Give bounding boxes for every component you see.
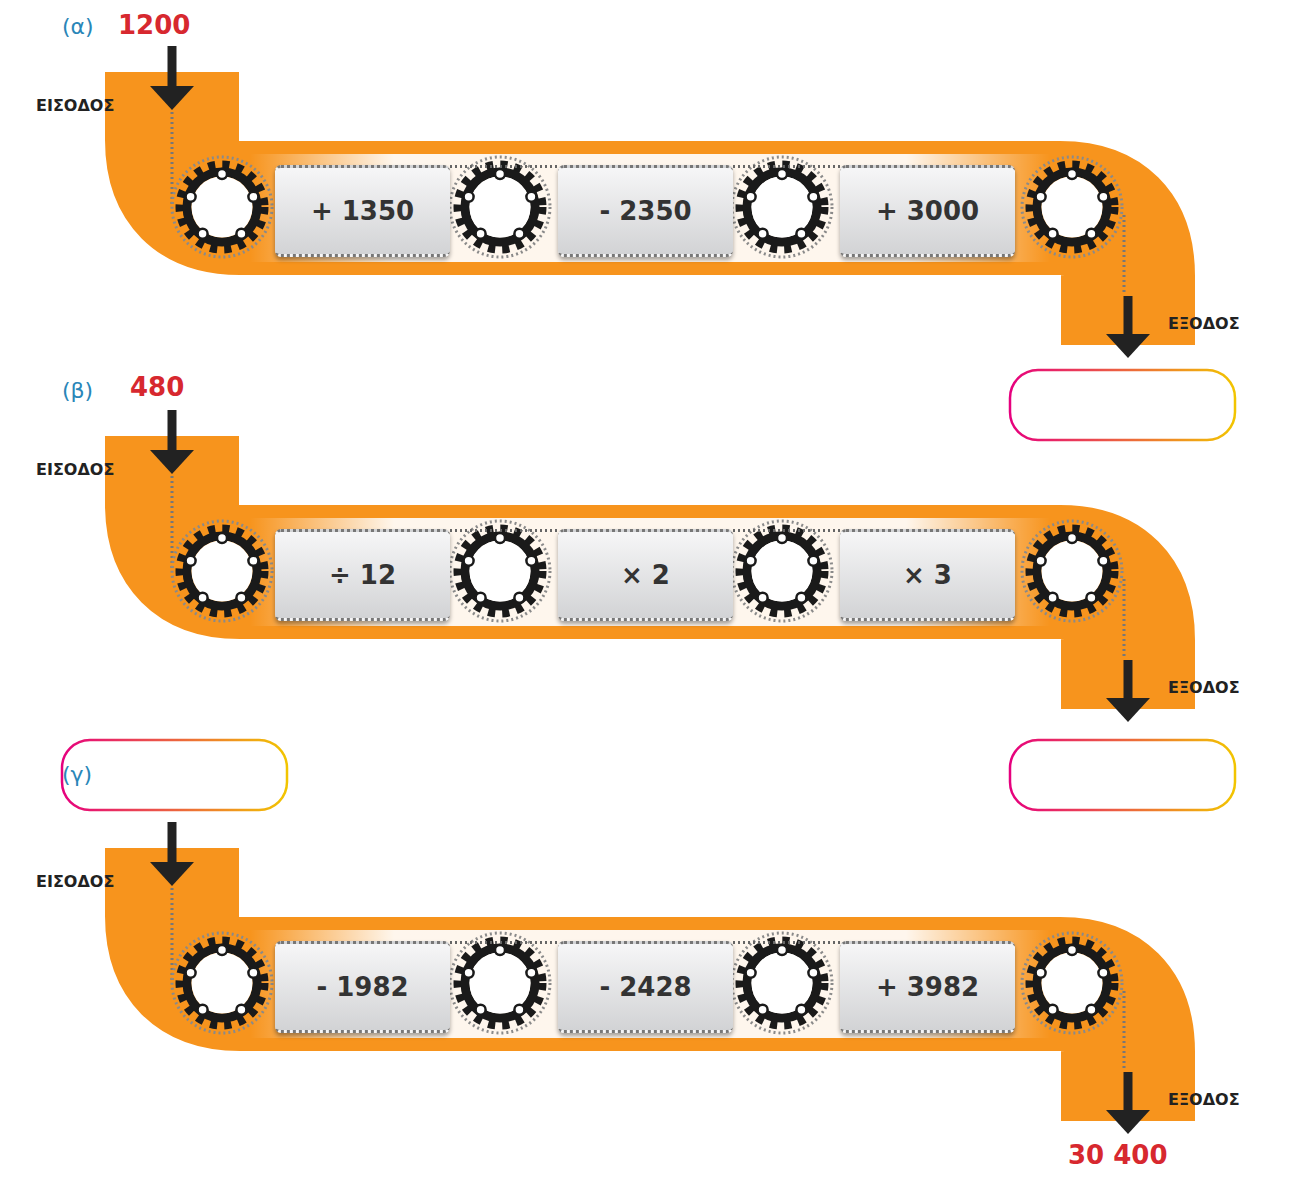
input-label: ΕΙΣΟΔΟΣ: [36, 96, 114, 115]
operation-box: - 2350: [558, 165, 733, 257]
output-label: ΕΞΟΔΟΣ: [1168, 314, 1240, 333]
part-letter: (β): [62, 378, 93, 403]
input-value: 1200: [118, 10, 190, 40]
operation-box: + 3982: [840, 941, 1015, 1033]
operation-text: ÷ 12: [329, 560, 396, 590]
operation-box: + 1350: [275, 165, 450, 257]
operation-box: ÷ 12: [275, 529, 450, 621]
input-value: 480: [130, 372, 184, 402]
chain-connector: [450, 941, 558, 944]
operation-box: × 3: [840, 529, 1015, 621]
operation-text: - 1982: [316, 972, 408, 1002]
operation-text: + 1350: [311, 196, 414, 226]
operation-box: - 1982: [275, 941, 450, 1033]
input-label: ΕΙΣΟΔΟΣ: [36, 460, 114, 479]
chain-connector: [450, 529, 558, 532]
operation-text: + 3982: [876, 972, 979, 1002]
operation-box: - 2428: [558, 941, 733, 1033]
output-label: ΕΞΟΔΟΣ: [1168, 678, 1240, 697]
operation-text: - 2428: [599, 972, 691, 1002]
chain-connector: [450, 165, 558, 168]
output-value: 30 400: [1068, 1140, 1168, 1170]
part-letter: (α): [62, 14, 94, 39]
operation-text: × 3: [903, 560, 952, 590]
operation-text: - 2350: [599, 196, 691, 226]
operation-box: × 2: [558, 529, 733, 621]
chain-connector: [733, 529, 840, 532]
input-label: ΕΙΣΟΔΟΣ: [36, 872, 114, 891]
operation-text: + 3000: [876, 196, 979, 226]
output-label: ΕΞΟΔΟΣ: [1168, 1090, 1240, 1109]
chain-connector: [733, 941, 840, 944]
operation-box: + 3000: [840, 165, 1015, 257]
part-letter: (γ): [62, 762, 92, 787]
operation-text: × 2: [621, 560, 670, 590]
chain-connector: [733, 165, 840, 168]
